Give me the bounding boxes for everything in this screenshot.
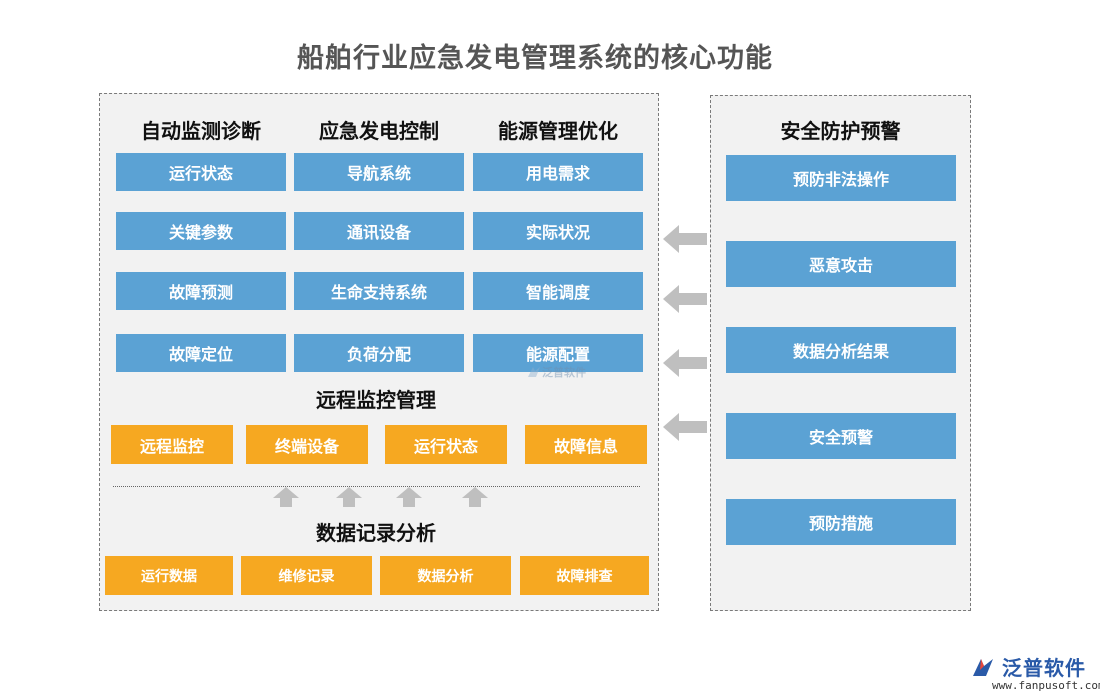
control-item-3: 生命支持系统 [294, 272, 464, 310]
security-item-2: 恶意攻击 [726, 241, 956, 287]
up-arrow-icon [336, 487, 362, 507]
column-head-monitoring: 自动监测诊断 [141, 119, 261, 143]
up-arrow-icon [462, 487, 488, 507]
left-arrow-icon [663, 413, 707, 441]
brand-url: www.fanpusoft.com [992, 679, 1100, 692]
control-item-1: 导航系统 [294, 153, 464, 191]
security-item-5: 预防措施 [726, 499, 956, 545]
section-divider [113, 486, 640, 487]
energy-item-4: 能源配置 [473, 334, 643, 372]
energy-item-2: 实际状况 [473, 212, 643, 250]
control-item-4: 负荷分配 [294, 334, 464, 372]
section-head-records: 数据记录分析 [316, 521, 436, 545]
up-arrow-icon [273, 487, 299, 507]
remote-item-2: 终端设备 [246, 425, 368, 464]
remote-item-1: 远程监控 [111, 425, 233, 464]
section-head-remote: 远程监控管理 [316, 388, 436, 412]
energy-item-1: 用电需求 [473, 153, 643, 191]
brand-logo-text: 泛普软件 [1002, 656, 1086, 680]
left-arrow-icon [663, 285, 707, 313]
records-item-2: 维修记录 [241, 556, 372, 595]
up-arrow-icon [396, 487, 422, 507]
security-item-3: 数据分析结果 [726, 327, 956, 373]
security-item-4: 安全预警 [726, 413, 956, 459]
monitoring-item-1: 运行状态 [116, 153, 286, 191]
records-item-4: 故障排查 [520, 556, 649, 595]
page-title: 船舶行业应急发电管理系统的核心功能 [297, 43, 773, 74]
column-head-generation-control: 应急发电控制 [319, 119, 439, 143]
watermark: 泛普软件 [526, 364, 586, 380]
records-item-1: 运行数据 [105, 556, 233, 595]
column-head-energy-management: 能源管理优化 [498, 119, 618, 143]
security-item-1: 预防非法操作 [726, 155, 956, 201]
brand-logo-icon [973, 658, 993, 676]
monitoring-item-3: 故障预测 [116, 272, 286, 310]
remote-item-3: 运行状态 [385, 425, 507, 464]
control-item-2: 通讯设备 [294, 212, 464, 250]
brand-logo: 泛普软件 [970, 652, 1086, 681]
left-arrow-icon [663, 225, 707, 253]
monitoring-item-2: 关键参数 [116, 212, 286, 250]
remote-item-4: 故障信息 [525, 425, 647, 464]
section-head-security: 安全防护预警 [780, 119, 901, 143]
watermark-logo-icon [528, 367, 540, 377]
records-item-3: 数据分析 [380, 556, 511, 595]
watermark-text: 泛普软件 [542, 366, 586, 379]
monitoring-item-4: 故障定位 [116, 334, 286, 372]
left-arrow-icon [663, 349, 707, 377]
energy-item-3: 智能调度 [473, 272, 643, 310]
